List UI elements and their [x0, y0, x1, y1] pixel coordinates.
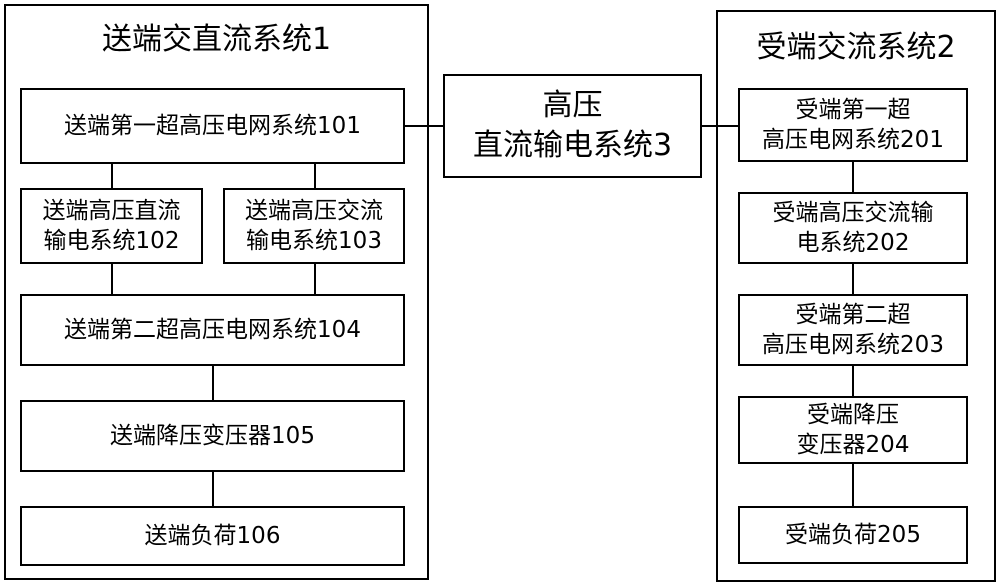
connector-send-grid1-to-hvdc — [405, 125, 445, 127]
connector-hvdc-to-recv-grid1 — [700, 125, 740, 127]
connector-send-102-to-grid2 — [111, 264, 113, 296]
recv-ehv-grid-1-box: 受端第一超 高压电网系统201 — [738, 88, 968, 162]
connector-send-grid1-to-102 — [111, 164, 113, 188]
send-ehv-grid-2-box: 送端第二超高压电网系统104 — [20, 294, 405, 366]
recv-load-box: 受端负荷205 — [738, 506, 968, 564]
receiving-system-title: 受端交流系统2 — [756, 30, 956, 65]
recv-step-down-transformer-box: 受端降压 变压器204 — [738, 396, 968, 464]
connector-recv-grid2-to-transformer — [852, 366, 854, 398]
send-load-box: 送端负荷106 — [20, 506, 405, 566]
connector-send-grid2-to-transformer — [212, 366, 214, 400]
connector-recv-202-to-grid2 — [852, 264, 854, 296]
send-step-down-transformer-box: 送端降压变压器105 — [20, 400, 405, 472]
send-hvac-transmission-box: 送端高压交流 输电系统103 — [223, 188, 405, 264]
connector-send-103-to-grid2 — [314, 264, 316, 296]
recv-hvac-transmission-box: 受端高压交流输 电系统202 — [738, 192, 968, 264]
hvdc-link-box: 高压 直流输电系统3 — [443, 74, 702, 178]
send-ehv-grid-1-box: 送端第一超高压电网系统101 — [20, 88, 405, 164]
connector-send-grid1-to-103 — [314, 164, 316, 188]
connector-recv-transformer-to-load — [852, 464, 854, 506]
recv-ehv-grid-2-box: 受端第二超 高压电网系统203 — [738, 294, 968, 366]
sending-system-title: 送端交直流系统1 — [101, 22, 332, 57]
connector-send-transformer-to-load — [212, 472, 214, 506]
send-hvdc-transmission-box: 送端高压直流 输电系统102 — [20, 188, 203, 264]
connector-recv-grid1-to-202 — [852, 162, 854, 194]
